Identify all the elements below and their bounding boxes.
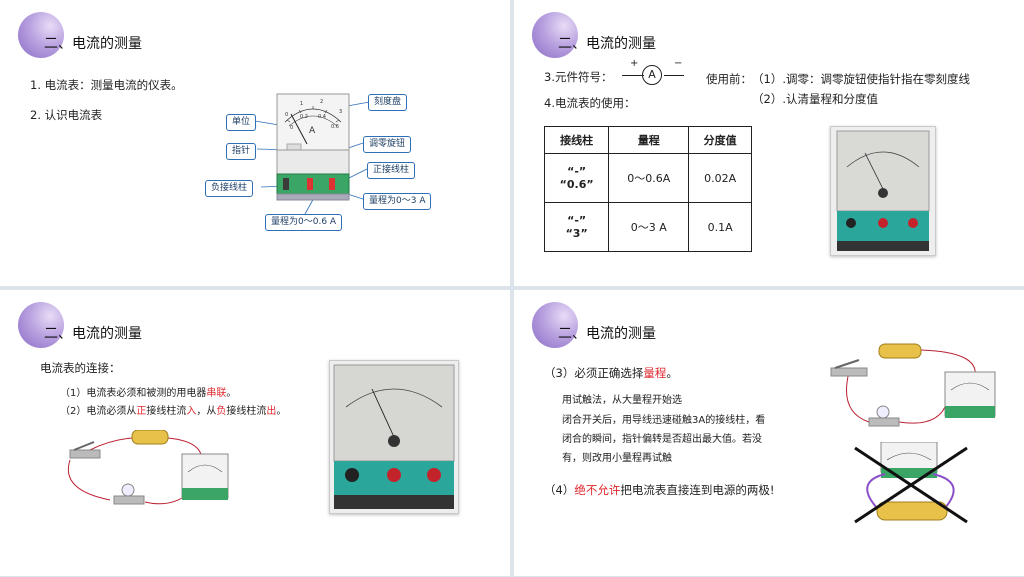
title-circle-decoration — [532, 302, 578, 348]
callout-zero-knob: 调零旋钮 — [363, 136, 412, 153]
title-circle-decoration — [532, 12, 578, 58]
trial-description-1: 闭合开关后，用导线迅速碰触3A的接线柱，看 — [562, 415, 766, 426]
rule-text: （2）电流必须从 — [60, 406, 137, 417]
scale-number-small: 0.2 — [300, 114, 308, 120]
rule-text: （1）电流表必须和被测的用电器 — [60, 388, 207, 399]
know-ammeter: 2. 认识电流表 — [30, 108, 103, 122]
range-cell: 0～0.6A — [608, 153, 690, 203]
rule-text: 。 — [666, 366, 678, 380]
symbol-letter: A — [642, 65, 662, 85]
slide-title: 二、电流的测量 — [44, 36, 142, 52]
forbidden-direct-connection-diagram — [854, 442, 968, 524]
terminal-line: “-” — [567, 165, 587, 178]
range-cell: 0～3 A — [608, 202, 690, 252]
ammeter-definition: 1. 电流表：测量电流的仪表。 — [30, 78, 183, 92]
callout-unit: 单位 — [226, 114, 257, 131]
terminal-line: “0.6” — [559, 178, 594, 191]
callout-range-06: 量程为0～0.6 A — [265, 214, 343, 231]
meter-unit: A — [309, 126, 316, 136]
trial-description-2: 闭合的瞬间，指针偏转是否超出最大值。若没 — [562, 434, 762, 445]
rule-highlight: 量程 — [643, 366, 667, 380]
before-use-label: 使用前： — [706, 72, 752, 86]
rule-highlight: 负 — [216, 406, 227, 417]
scale-number: 3 — [339, 109, 342, 115]
symbol-minus: − — [674, 58, 683, 69]
trial-method: 用试触法，从大量程开始选 — [562, 395, 682, 406]
slide-1: 二、电流的测量 1. 电流表：测量电流的仪表。 2. 认识电流表 0 1 2 3 — [0, 0, 510, 286]
symbol-plus: + — [630, 58, 639, 69]
rule-text: 接线柱流 — [226, 406, 267, 417]
rule-highlight: 串联 — [206, 388, 227, 399]
range-table: 接线柱 量程 分度值 “-” “0.6” 0～0.6A 0.02A “-” “3… — [543, 126, 752, 252]
ammeter-photo — [830, 126, 936, 256]
terminal-line: “-” — [567, 214, 587, 227]
step-zero-adjust: （1）.调零：调零旋钮使指针指在零刻度线 — [752, 72, 970, 86]
symbol-label: 3.元件符号： — [544, 70, 613, 84]
scale-number: 1 — [300, 101, 303, 107]
title-circle-decoration — [18, 302, 64, 348]
terminal-cell: “-” “3” — [543, 202, 610, 252]
division-cell: 0.02A — [688, 153, 752, 203]
slide-2: 二、电流的测量 3.元件符号： A + − 4.电流表的使用： 使用前： （1）… — [514, 0, 1024, 286]
rule-highlight: 正 — [136, 406, 147, 417]
rule-text: 。 — [226, 388, 237, 399]
division-cell: 0.1A — [688, 202, 752, 252]
ammeter-diagram: 0 1 2 3 0 0.2 0.4 0.6 A — [254, 93, 376, 215]
scale-number-small: 0.6 — [331, 124, 339, 130]
table-header-row: 接线柱 量程 分度值 — [543, 126, 752, 154]
slide-4: 二、电流的测量 （3）必须正确选择量程。 用试触法，从大量程开始选 闭合开关后，… — [514, 290, 1024, 576]
terminal-line: “3” — [565, 227, 588, 240]
terminal-cell: “-” “0.6” — [543, 153, 610, 203]
slide-title: 二、电流的测量 — [558, 36, 656, 52]
scale-number: 0 — [285, 112, 288, 118]
rule-text: ，从 — [196, 406, 217, 417]
slide-title: 二、电流的测量 — [558, 326, 656, 342]
callout-positive-terminal: 正接线柱 — [367, 162, 416, 179]
rule-text: 把电流表直接连到电源的两极! — [620, 483, 775, 497]
rule-series: （1）电流表必须和被测的用电器串联。 — [60, 384, 236, 399]
callout-range-3: 量程为0～3 A — [363, 193, 432, 210]
header-range: 量程 — [608, 126, 690, 154]
rule-direction: （2）电流必须从正接线柱流入，从负接线柱流出。 — [60, 402, 286, 417]
rule-text: （4） — [544, 483, 575, 497]
connection-heading: 电流表的连接： — [40, 361, 121, 375]
scale-number-small: 0.4 — [318, 114, 326, 120]
rule-text: 。 — [276, 406, 287, 417]
rule-never-direct: （4）绝不允许把电流表直接连到电源的两极! — [544, 482, 774, 498]
series-circuit-diagram — [68, 430, 229, 505]
rule-text: 接线柱流 — [146, 406, 187, 417]
rule-text: （3）必须正确选择 — [544, 366, 644, 380]
rule-highlight: 入 — [186, 406, 197, 417]
meter-pointer — [290, 113, 308, 145]
rule-highlight: 绝不允许 — [574, 483, 621, 497]
usage-label: 4.电流表的使用： — [544, 96, 636, 110]
table-row: “-” “3” 0～3 A 0.1A — [543, 202, 752, 252]
header-division: 分度值 — [688, 126, 752, 154]
ammeter-symbol: A + − — [622, 58, 684, 88]
title-circle-decoration — [18, 12, 64, 58]
slide-3: 二、电流的测量 电流表的连接： （1）电流表必须和被测的用电器串联。 （2）电流… — [0, 290, 510, 576]
correct-circuit-diagram — [830, 343, 996, 427]
trial-description-3: 有，则改用小量程再试触 — [562, 453, 672, 464]
table-row: “-” “0.6” 0～0.6A 0.02A — [543, 153, 752, 203]
slide-title: 二、电流的测量 — [44, 326, 142, 342]
rule-range-select: （3）必须正确选择量程。 — [544, 365, 678, 381]
scale-number: 2 — [320, 99, 323, 105]
callout-pointer: 指针 — [226, 143, 257, 160]
callout-dial: 刻度盘 — [368, 94, 408, 111]
header-terminal: 接线柱 — [543, 126, 610, 154]
callout-negative-terminal: 负接线柱 — [205, 180, 254, 197]
scale-number-small: 0 — [290, 125, 293, 131]
step-range-division: （2）.认清量程和分度值 — [752, 92, 878, 106]
ammeter-photo — [329, 360, 459, 514]
rule-highlight: 出 — [266, 406, 277, 417]
